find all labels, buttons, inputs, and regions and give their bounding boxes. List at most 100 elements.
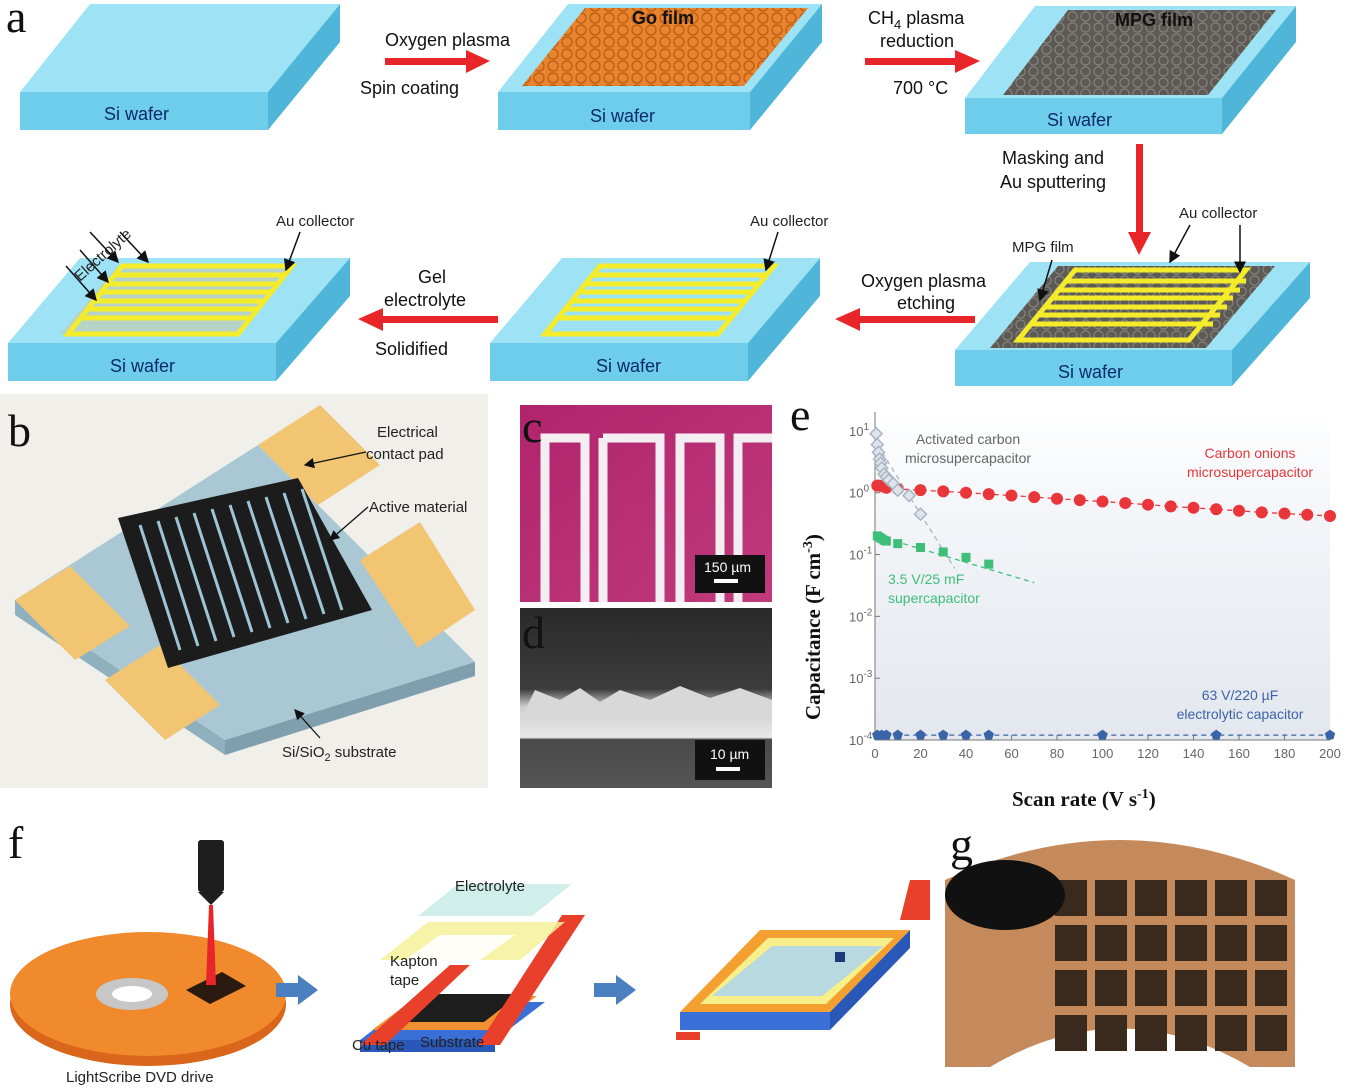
y-tick-label: 10-4: [849, 731, 873, 748]
device-cell: [1055, 1015, 1087, 1051]
contact-pad-line1: Electrical: [377, 424, 438, 441]
panel-g-label: g: [950, 819, 973, 870]
series-label: 63 V/220 µF: [1202, 687, 1279, 703]
y-tick-label: 10-3: [849, 669, 873, 686]
series-line: [877, 535, 1035, 584]
wafer-electrolyte: [8, 258, 350, 381]
panel-a-label: a: [6, 0, 26, 42]
wafer-mpg-film: [965, 6, 1296, 134]
device-cell: [1215, 970, 1247, 1006]
panel-d-scalebar: [716, 767, 740, 771]
data-point: [938, 547, 948, 557]
data-point: [1119, 497, 1132, 510]
device-cell: [1215, 1015, 1247, 1051]
data-point: [913, 507, 928, 522]
data-point: [1187, 501, 1200, 514]
x-tick-label: 140: [1183, 746, 1205, 761]
x-tick-label: 60: [1004, 746, 1018, 761]
data-point: [960, 486, 972, 499]
x-tick-label: 180: [1274, 746, 1296, 761]
x-tick-label: 200: [1319, 746, 1341, 761]
x-tick-label: 100: [1092, 746, 1114, 761]
wafer-label-6: Si wafer: [110, 356, 175, 376]
data-point: [881, 729, 892, 740]
data-point: [1164, 500, 1177, 513]
y-axis-label: Capacitance (F cm-3): [801, 534, 825, 720]
data-point: [1278, 507, 1291, 520]
data-point: [984, 559, 994, 569]
wafer-label-1: Si wafer: [104, 104, 169, 124]
arrow-step2: [865, 50, 980, 73]
x-tick-label: 120: [1137, 746, 1159, 761]
go-film-label: Go film: [632, 8, 694, 28]
data-point: [1142, 498, 1154, 511]
contact-pad-line2: contact pad: [366, 446, 444, 463]
y-tick-label: 100: [849, 484, 869, 501]
series-label: 3.5 V/25 mF: [888, 571, 964, 587]
device-cell: [1255, 1015, 1287, 1051]
active-material-label: Active material: [369, 499, 467, 516]
data-point: [1097, 729, 1108, 740]
data-point: [1073, 494, 1086, 507]
x-tick-label: 80: [1050, 746, 1064, 761]
wafer-blank: [20, 4, 340, 130]
data-point: [914, 484, 927, 497]
device-cell: [1055, 925, 1087, 961]
data-point: [916, 542, 925, 552]
step1-top: Oxygen plasma: [385, 30, 511, 50]
arrow-step4: [835, 308, 975, 331]
device-cell: [1215, 925, 1247, 961]
kapton-line2: tape: [390, 972, 419, 989]
y-tick-label: 101: [849, 422, 869, 439]
plot-area: [875, 412, 1330, 740]
arrow-f1: [276, 975, 318, 1005]
wafer-au: [490, 258, 820, 381]
wafer-label-5: Si wafer: [596, 356, 661, 376]
data-point: [890, 483, 905, 498]
x-axis-label: Scan rate (V s-1): [1012, 787, 1156, 811]
wafer-label-3: Si wafer: [1047, 110, 1112, 130]
panel-f-label: f: [8, 817, 24, 868]
kapton-line1: Kapton: [390, 953, 438, 970]
device-b: [15, 405, 475, 755]
panel-c-scale: 150 µm: [704, 559, 751, 575]
wafer-label-4: Si wafer: [1058, 362, 1123, 382]
data-point: [938, 729, 949, 740]
panel-e-label: e: [790, 389, 810, 440]
arrow-step3: [1128, 144, 1151, 255]
data-point: [961, 552, 971, 562]
arrow-step1: [385, 50, 490, 73]
step2-top: CH4 plasma: [868, 8, 965, 32]
step5-line2: electrolyte: [384, 290, 466, 310]
au-collector-5: Au collector: [750, 213, 828, 230]
data-point: [1255, 506, 1268, 519]
data-point: [960, 729, 972, 740]
data-point: [1210, 503, 1223, 516]
series-label: electrolytic capacitor: [1177, 706, 1304, 722]
series-label: Carbon onions: [1204, 445, 1295, 461]
electrolyte-arrows: [65, 231, 150, 302]
step2-top-2: reduction: [880, 31, 954, 51]
y-tick-label: 10-1: [849, 546, 873, 563]
panel-c-scalebar-box: [695, 555, 765, 593]
x-tick-label: 40: [959, 746, 973, 761]
device-cell: [1255, 970, 1287, 1006]
series-label: Activated carbon: [916, 431, 1020, 447]
data-point: [937, 485, 950, 498]
arrow-step5: [358, 308, 498, 331]
arrow-f2: [594, 975, 636, 1005]
data-point: [915, 729, 926, 740]
series-label: microsupercapacitor: [1187, 464, 1313, 480]
device-cell: [1255, 880, 1287, 916]
laser-head: [198, 840, 224, 985]
data-point: [983, 729, 994, 740]
panel-g-devices: [1055, 880, 1287, 1051]
device-cell: [1175, 1015, 1207, 1051]
data-point: [1211, 729, 1222, 740]
step5-bottom: Solidified: [375, 339, 448, 359]
dvd-label: LightScribe DVD drive: [66, 1069, 214, 1086]
device-cell: [1255, 925, 1287, 961]
panel-d-scale: 10 µm: [710, 746, 749, 762]
